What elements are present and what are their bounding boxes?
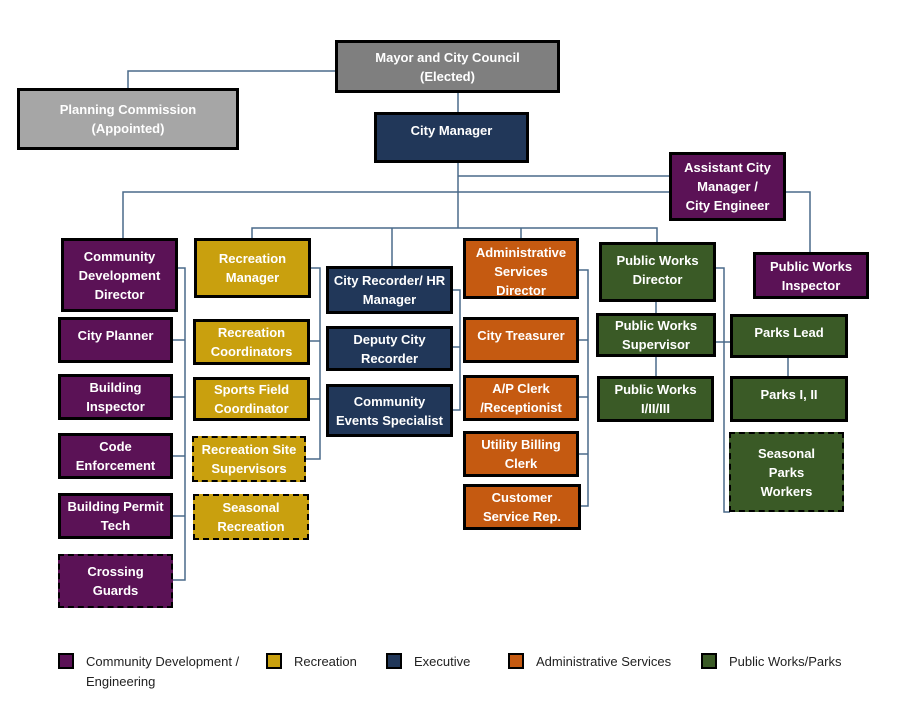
connector-exec-rail bbox=[453, 289, 461, 411]
connector-assistant-inspector bbox=[785, 191, 811, 252]
connector-comm-rail bbox=[172, 267, 186, 581]
legend-swatch bbox=[266, 653, 282, 669]
legend-item-recreation: Recreation bbox=[266, 652, 357, 672]
public-works-inspector-box: Public Works Inspector bbox=[753, 252, 869, 299]
legend-item-executive: Executive bbox=[386, 652, 470, 672]
utility-billing-clerk-box: Utility Billing Clerk bbox=[463, 431, 579, 477]
code-enforcement-box: Code Enforcement bbox=[58, 433, 173, 479]
legend-label-line2: Engineering bbox=[86, 674, 156, 689]
legend-label: Recreation bbox=[294, 654, 357, 669]
city-recorder-box: City Recorder/ HR Manager bbox=[326, 266, 453, 314]
legend-swatch bbox=[58, 653, 74, 669]
legend-label: Administrative Services bbox=[536, 654, 672, 669]
legend-swatch bbox=[701, 653, 717, 669]
legend-label: Executive bbox=[414, 654, 471, 669]
public-works-director-box: Public Works Director bbox=[599, 242, 716, 302]
recreation-coordinators-box: Recreation Coordinators bbox=[193, 319, 310, 365]
city-planner-box: City Planner bbox=[58, 317, 173, 363]
assistant-city-manager-box: Assistant City Manager / City Engineer bbox=[669, 152, 786, 221]
legend-item-community-development: Community Development / Engineering bbox=[58, 652, 239, 692]
community-development-director-box: Community Development Director bbox=[61, 238, 178, 312]
ap-clerk-box: A/P Clerk /Receptionist bbox=[463, 375, 579, 421]
connector-mid-bus bbox=[251, 227, 658, 242]
legend-item-public-works-parks: Public Works/Parks bbox=[701, 652, 841, 672]
connector-pw-rail bbox=[716, 267, 730, 513]
mayor-council-box: Mayor and City Council (Elected) bbox=[335, 40, 560, 93]
planning-commission-box: Planning Commission (Appointed) bbox=[17, 88, 239, 150]
connector-rec-rail bbox=[306, 267, 321, 460]
legend-label: Community Development / bbox=[86, 654, 240, 669]
parks-lead-box: Parks Lead bbox=[730, 314, 848, 358]
city-treasurer-box: City Treasurer bbox=[463, 317, 579, 363]
recreation-manager-box: Recreation Manager bbox=[194, 238, 311, 298]
building-permit-tech-box: Building Permit Tech bbox=[58, 493, 173, 539]
public-works-supervisor-box: Public Works Supervisor bbox=[596, 313, 716, 357]
legend-label: Public Works/Parks bbox=[729, 654, 842, 669]
connector-mayor-planning bbox=[127, 70, 336, 88]
deputy-city-recorder-box: Deputy City Recorder bbox=[326, 326, 453, 371]
customer-service-rep-box: Customer Service Rep. bbox=[463, 484, 581, 530]
public-works-workers-box: Public Works I/II/III bbox=[597, 376, 714, 422]
legend-swatch bbox=[508, 653, 524, 669]
connector-admin-rail bbox=[579, 269, 589, 507]
parks-i-ii-box: Parks I, II bbox=[730, 376, 848, 422]
legend-swatch bbox=[386, 653, 402, 669]
city-manager-box: City Manager bbox=[374, 112, 529, 163]
community-events-specialist-box: Community Events Specialist bbox=[326, 384, 453, 437]
administrative-services-director-box: Administrative Services Director bbox=[463, 238, 579, 299]
building-inspector-box: Building Inspector bbox=[58, 374, 173, 420]
recreation-site-supervisors-box: Recreation Site Supervisors bbox=[192, 436, 306, 482]
seasonal-parks-workers-box: Seasonal Parks Workers bbox=[729, 432, 844, 512]
crossing-guards-box: Crossing Guards bbox=[58, 554, 173, 608]
legend-item-administrative-services: Administrative Services bbox=[508, 652, 671, 672]
legend: Community Development / Engineering Recr… bbox=[58, 652, 898, 712]
connector-top-bus bbox=[122, 191, 669, 238]
sports-field-coordinator-box: Sports Field Coordinator bbox=[193, 377, 310, 421]
seasonal-recreation-box: Seasonal Recreation bbox=[193, 494, 309, 540]
